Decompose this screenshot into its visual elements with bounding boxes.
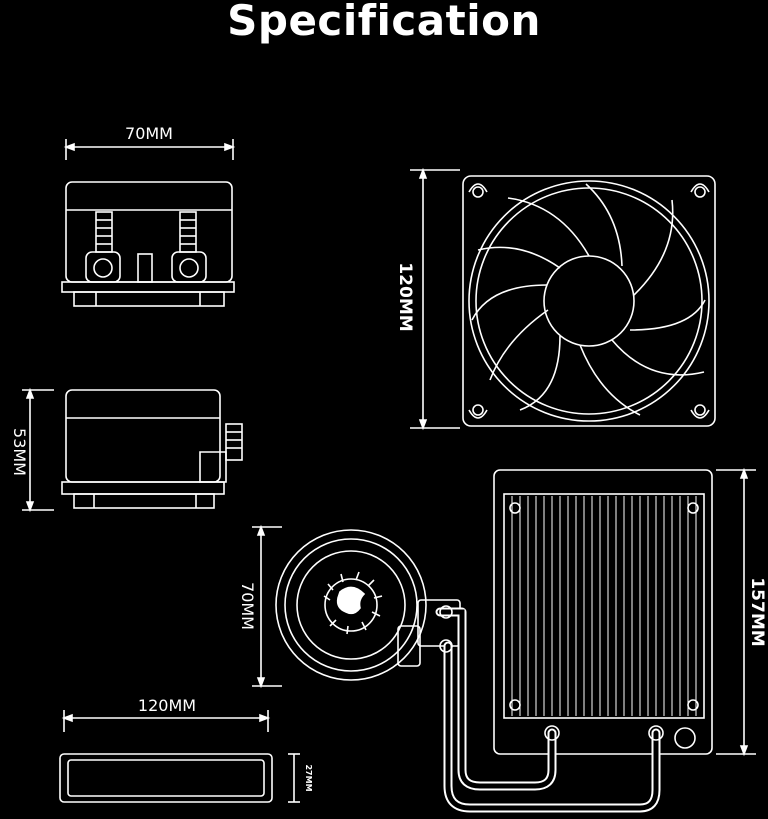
pump-top-view	[252, 524, 461, 689]
fan-front-view	[410, 167, 716, 431]
radiator-height-label: 157MM	[747, 577, 767, 646]
fan-size-label: 120MM	[395, 262, 415, 331]
pump-diameter-label: 70MM	[238, 582, 257, 630]
radiator-thickness-label: 27MM	[304, 764, 313, 791]
radiator-view	[493, 467, 756, 757]
radiator-width-label: 120MM	[138, 696, 196, 715]
radiator-side-view	[59, 710, 300, 803]
page-title: Specification	[227, 0, 541, 45]
pump-front-view	[61, 139, 236, 307]
pump-side-view	[22, 387, 243, 513]
pump-width-label: 70MM	[125, 124, 173, 143]
pump-height-label: 53MM	[10, 428, 29, 476]
